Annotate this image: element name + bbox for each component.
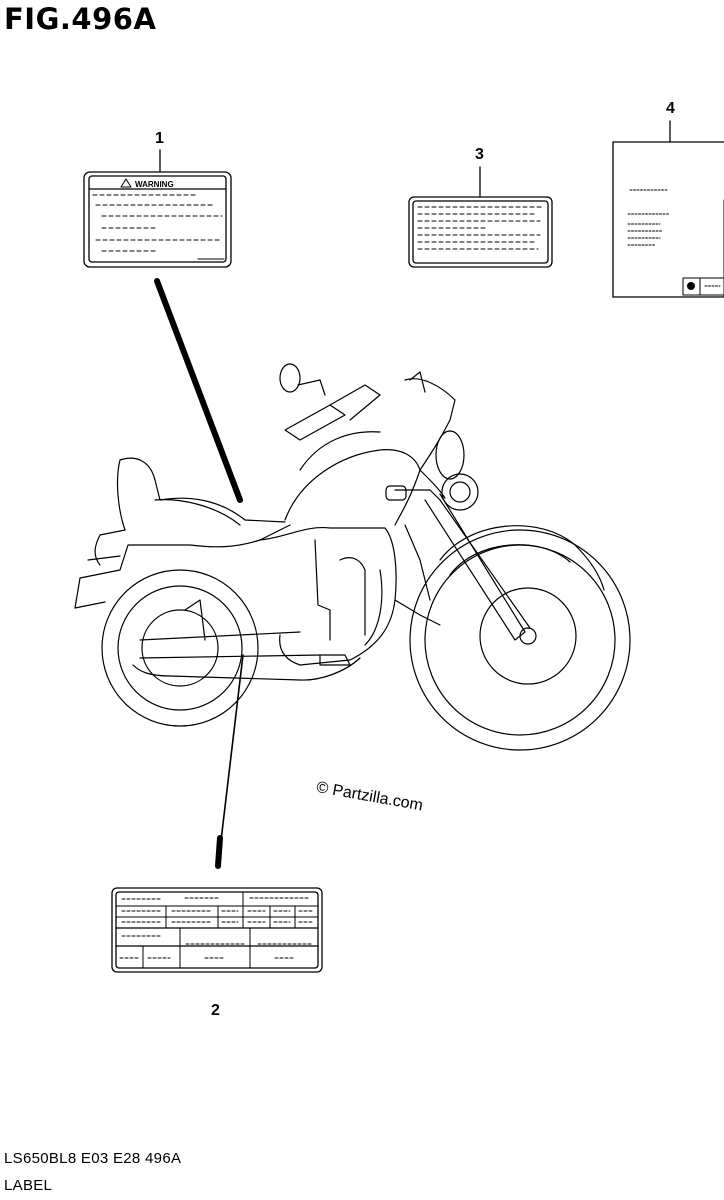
callout-2: 2 (211, 1002, 220, 1019)
warning-header-text: WARNING (135, 180, 174, 189)
owners-manual-part[interactable] (612, 120, 724, 298)
footer-section-name: LABEL (4, 1177, 53, 1194)
label-3-part[interactable] (408, 166, 553, 268)
leader-line-1 (154, 278, 243, 503)
leader-line-2 (217, 654, 244, 867)
brand-logo-icon (687, 282, 695, 290)
warning-triangle-icon (120, 178, 132, 188)
footer-model-code: LS650BL8 E03 E28 496A (4, 1150, 182, 1167)
callout-3: 3 (475, 146, 484, 163)
callout-4: 4 (666, 100, 675, 117)
warning-label-part[interactable]: WARNING (83, 149, 232, 268)
motorcycle-outline (74, 363, 631, 751)
figure-title: FIG.496A (4, 2, 157, 36)
callout-1: 1 (155, 130, 164, 147)
tire-info-label-part[interactable] (111, 887, 323, 973)
